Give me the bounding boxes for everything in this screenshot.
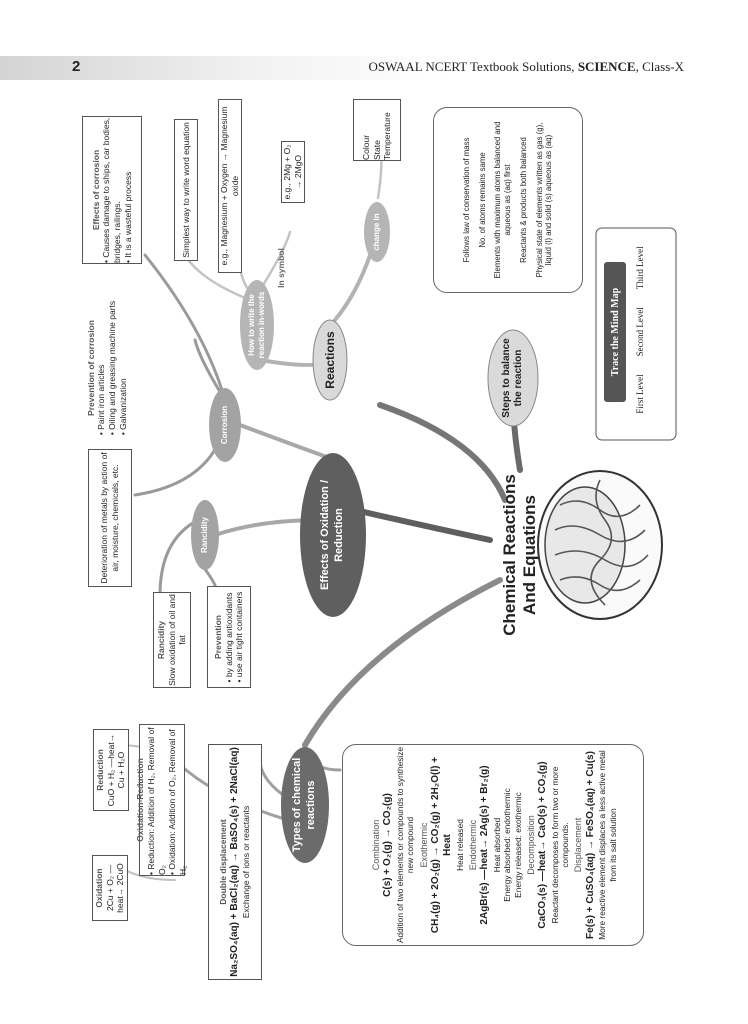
change-item: Colour	[361, 134, 372, 160]
reduction-box: Reduction CuO + H₂ —heat→ Cu + H₂O	[93, 729, 129, 811]
rancidity-prevention-item: by adding antioxidants	[224, 592, 235, 683]
node-reactions	[312, 319, 348, 401]
oxidation-box: Oxidation 2Cu + O₂ —heat→ 2CuO	[92, 855, 128, 921]
balance-step-item: No. of atoms remains same	[477, 152, 487, 248]
redox-item: Oxidation: Addition of O₂, Removal of H₂	[167, 725, 188, 875]
node-effects	[300, 453, 366, 617]
corrosion-prevention-item: Galvanization	[118, 301, 129, 435]
symbol-example-box: e.g., 2Mg + O₂ → 2MgO	[281, 141, 305, 203]
word-equation-example-box: e.g., Magnesium + Oxygen → Magnesium oxi…	[218, 99, 242, 273]
legend-first: First Level	[635, 374, 645, 414]
branch-effects	[352, 507, 493, 543]
balance-step-item: Elements with maximum atoms balanced and…	[493, 121, 513, 279]
rancidity-prevention-item: use air tight containers	[234, 592, 245, 683]
brain-icon	[537, 470, 663, 620]
corrosion-prevention-item: Oiling and greasing machine parts	[107, 301, 118, 435]
central-title: Chemical Reactions And Equations	[500, 474, 539, 636]
link-corrosion-effects	[143, 253, 227, 402]
types-label: Types of chemical reactions	[291, 757, 317, 853]
corrosion-prevention-box: Prevention of corrosion Paint iron artic…	[85, 293, 129, 443]
page-number: 2	[72, 58, 81, 75]
node-types	[281, 747, 329, 863]
corrosion-label: Corrosion	[220, 405, 229, 445]
legend-third: Third Level	[635, 246, 645, 290]
balance-step-item: Physical state of elements written as ga…	[534, 122, 554, 278]
corrosion-definition-box: Deterioration of metals by action of air…	[88, 449, 132, 587]
link-corrosion-definition	[133, 438, 222, 497]
reaction-types-box: Combination C(s) + O₂(g) → CO₂(g) Additi…	[342, 744, 644, 946]
balance-label: Steps to balance the reaction	[500, 338, 525, 418]
branch-reactions	[377, 402, 508, 503]
balance-steps-box: Follows law of conservation of mass No. o…	[433, 107, 583, 293]
link-rancidity-def	[158, 518, 200, 597]
node-balance	[487, 329, 539, 427]
word-equation-note-box: Simplest way to write word equation	[174, 119, 198, 261]
link-symbol	[258, 230, 292, 292]
double-displacement-box: Double displacement Na₂SO₄(aq) + BaCl₂(a…	[208, 744, 262, 980]
redox-item: Reduction: Addition of H₂, Removal of O₂	[146, 725, 167, 875]
header-band	[0, 56, 748, 80]
branch-corrosion	[238, 423, 337, 462]
node-rancidity	[191, 500, 219, 570]
change-item: Temperature	[382, 112, 393, 160]
node-changein	[364, 202, 390, 262]
rancidity-label: Rancidity	[200, 517, 209, 554]
changein-label: change in	[372, 213, 381, 251]
reactions-label: Reactions	[322, 331, 337, 389]
balance-step-item: Follows law of conservation of mass	[461, 137, 471, 263]
branch-types	[302, 577, 503, 748]
node-corrosion	[209, 388, 241, 462]
legend-levels: First Level Second Level Third Level	[631, 225, 649, 435]
in-symbol-label: In symbol	[275, 248, 286, 288]
endothermic-desc-line: Heat absorbed	[491, 817, 502, 873]
corrosion-effect-item: It is a wasteful process	[123, 117, 134, 263]
corrosion-prevention-item: Paint iron articles	[96, 301, 107, 435]
legend-title: Trace the Mind Map	[609, 287, 621, 377]
rancidity-definition-box: Rancidity Slow oxidation of oil and fat	[153, 592, 191, 688]
howtowrite-label: How to write the reaction in-words	[247, 291, 266, 359]
change-item: State	[371, 140, 382, 160]
legend-title-bar	[604, 262, 626, 402]
legend-second: Second Level	[635, 307, 645, 357]
endothermic-desc-line: Energy absorbed: endothermic	[502, 788, 513, 902]
book-title: OSWAAL NCERT Textbook Solutions, SCIENCE…	[368, 59, 684, 74]
effects-label: Effects of Oxidation / Reduction	[319, 480, 345, 591]
endothermic-desc-line: Energy released: exothermic	[512, 792, 523, 898]
corrosion-effects-box: Effects of corrosion Causes damage to sh…	[82, 116, 142, 264]
balance-step-item: Reactants & products both balanced	[518, 137, 528, 263]
corrosion-effect-item: Causes damage to ships, car bodies, brid…	[101, 117, 122, 263]
oxidation-reduction-box: Oxidation-Reduction Reduction: Addition …	[135, 724, 188, 876]
link-oxidation	[124, 869, 176, 881]
node-howtowrite	[240, 280, 274, 370]
rancidity-prevention-box: Prevention by adding antioxidantsuse air…	[207, 586, 251, 688]
